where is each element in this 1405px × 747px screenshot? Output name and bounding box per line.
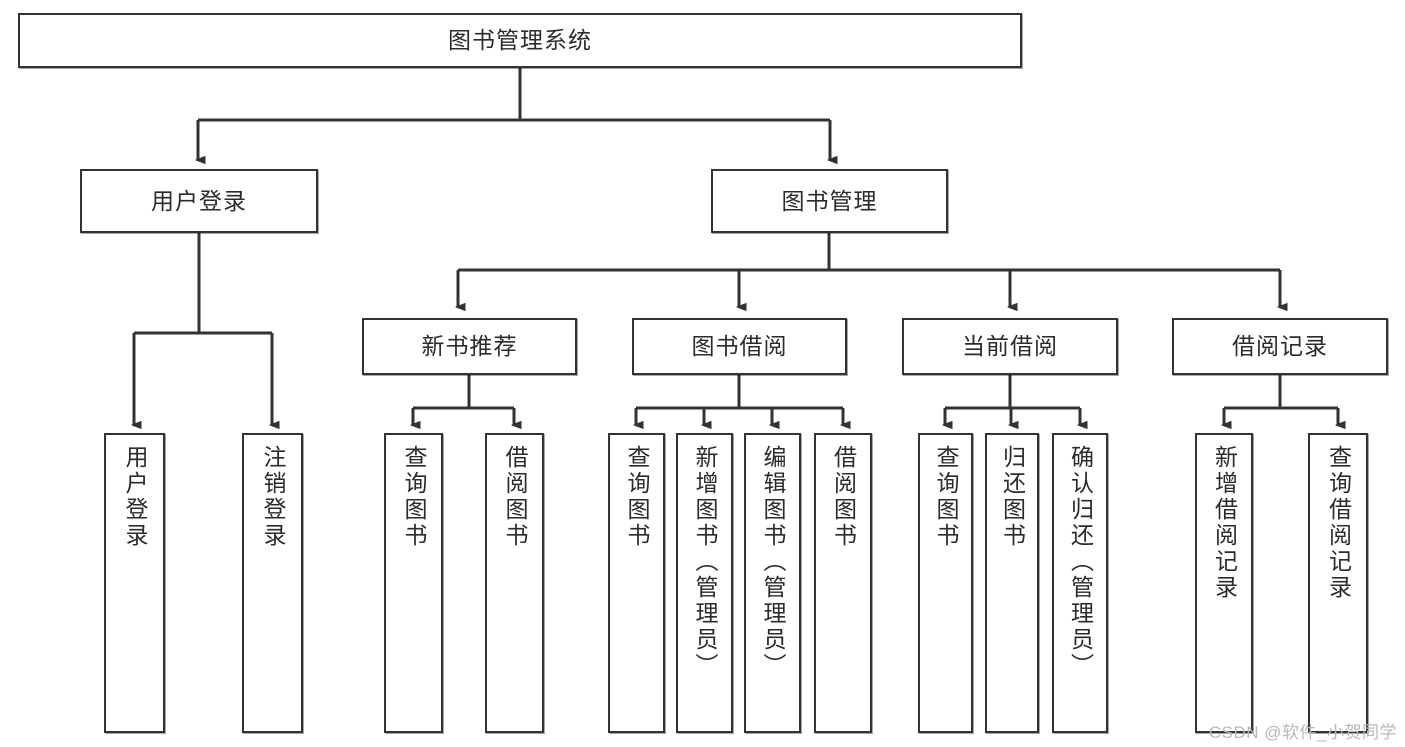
node-user-login[interactable]: 用户登录: [80, 169, 318, 233]
leaf-borrow-book-2-label: 借阅图书: [830, 445, 857, 549]
node-borrow-record[interactable]: 借阅记录: [1172, 318, 1388, 375]
node-borrow-record-label: 借阅记录: [1232, 333, 1328, 360]
leaf-query-borrow-record-label: 查询借阅记录: [1325, 445, 1352, 601]
leaf-borrow-book-2[interactable]: 借阅图书: [814, 433, 872, 733]
leaf-confirm-return-label: 确认归还（管理员）: [1067, 445, 1094, 679]
leaf-user-login-label: 用户登录: [122, 445, 148, 549]
node-book-management[interactable]: 图书管理: [711, 169, 948, 233]
csdn-watermark: CSDN @软件_小贺同学: [1208, 723, 1397, 742]
node-new-book-recommend-label: 新书推荐: [421, 333, 518, 360]
leaf-add-book[interactable]: 新增图书（管理员）: [676, 433, 733, 733]
leaf-query-book-1[interactable]: 查询图书: [384, 433, 443, 733]
leaf-return-book-label: 归还图书: [999, 445, 1026, 549]
leaf-query-book-1-label: 查询图书: [401, 445, 427, 549]
node-book-borrow-label: 图书借阅: [691, 333, 788, 360]
node-new-book-recommend[interactable]: 新书推荐: [362, 318, 577, 375]
leaf-query-book-3[interactable]: 查询图书: [918, 433, 973, 733]
leaf-add-book-label: 新增图书（管理员）: [692, 445, 718, 679]
leaf-borrow-book-1[interactable]: 借阅图书: [485, 433, 544, 733]
leaf-user-login[interactable]: 用户登录: [104, 433, 165, 733]
leaf-edit-book[interactable]: 编辑图书（管理员）: [744, 433, 801, 733]
leaf-query-book-2-label: 查询图书: [624, 445, 650, 549]
node-book-management-label: 图书管理: [781, 187, 878, 214]
leaf-query-book-3-label: 查询图书: [933, 445, 959, 549]
leaf-logout-login[interactable]: 注销登录: [242, 433, 303, 733]
leaf-query-book-2[interactable]: 查询图书: [608, 433, 665, 733]
node-user-login-label: 用户登录: [151, 187, 247, 214]
leaf-logout-login-label: 注销登录: [260, 445, 286, 549]
node-root[interactable]: 图书管理系统: [18, 13, 1022, 68]
leaf-add-borrow-record[interactable]: 新增借阅记录: [1195, 433, 1253, 733]
leaf-borrow-book-1-label: 借阅图书: [502, 445, 528, 549]
leaf-return-book[interactable]: 归还图书: [985, 433, 1039, 733]
node-book-borrow[interactable]: 图书借阅: [632, 318, 847, 375]
leaf-add-borrow-record-label: 新增借阅记录: [1211, 445, 1238, 601]
leaf-query-borrow-record[interactable]: 查询借阅记录: [1308, 433, 1368, 733]
leaf-edit-book-label: 编辑图书（管理员）: [760, 445, 786, 679]
node-root-label: 图书管理系统: [448, 27, 592, 54]
leaf-confirm-return[interactable]: 确认归还（管理员）: [1052, 433, 1108, 733]
node-current-borrow[interactable]: 当前借阅: [902, 318, 1118, 375]
node-current-borrow-label: 当前借阅: [962, 333, 1058, 360]
